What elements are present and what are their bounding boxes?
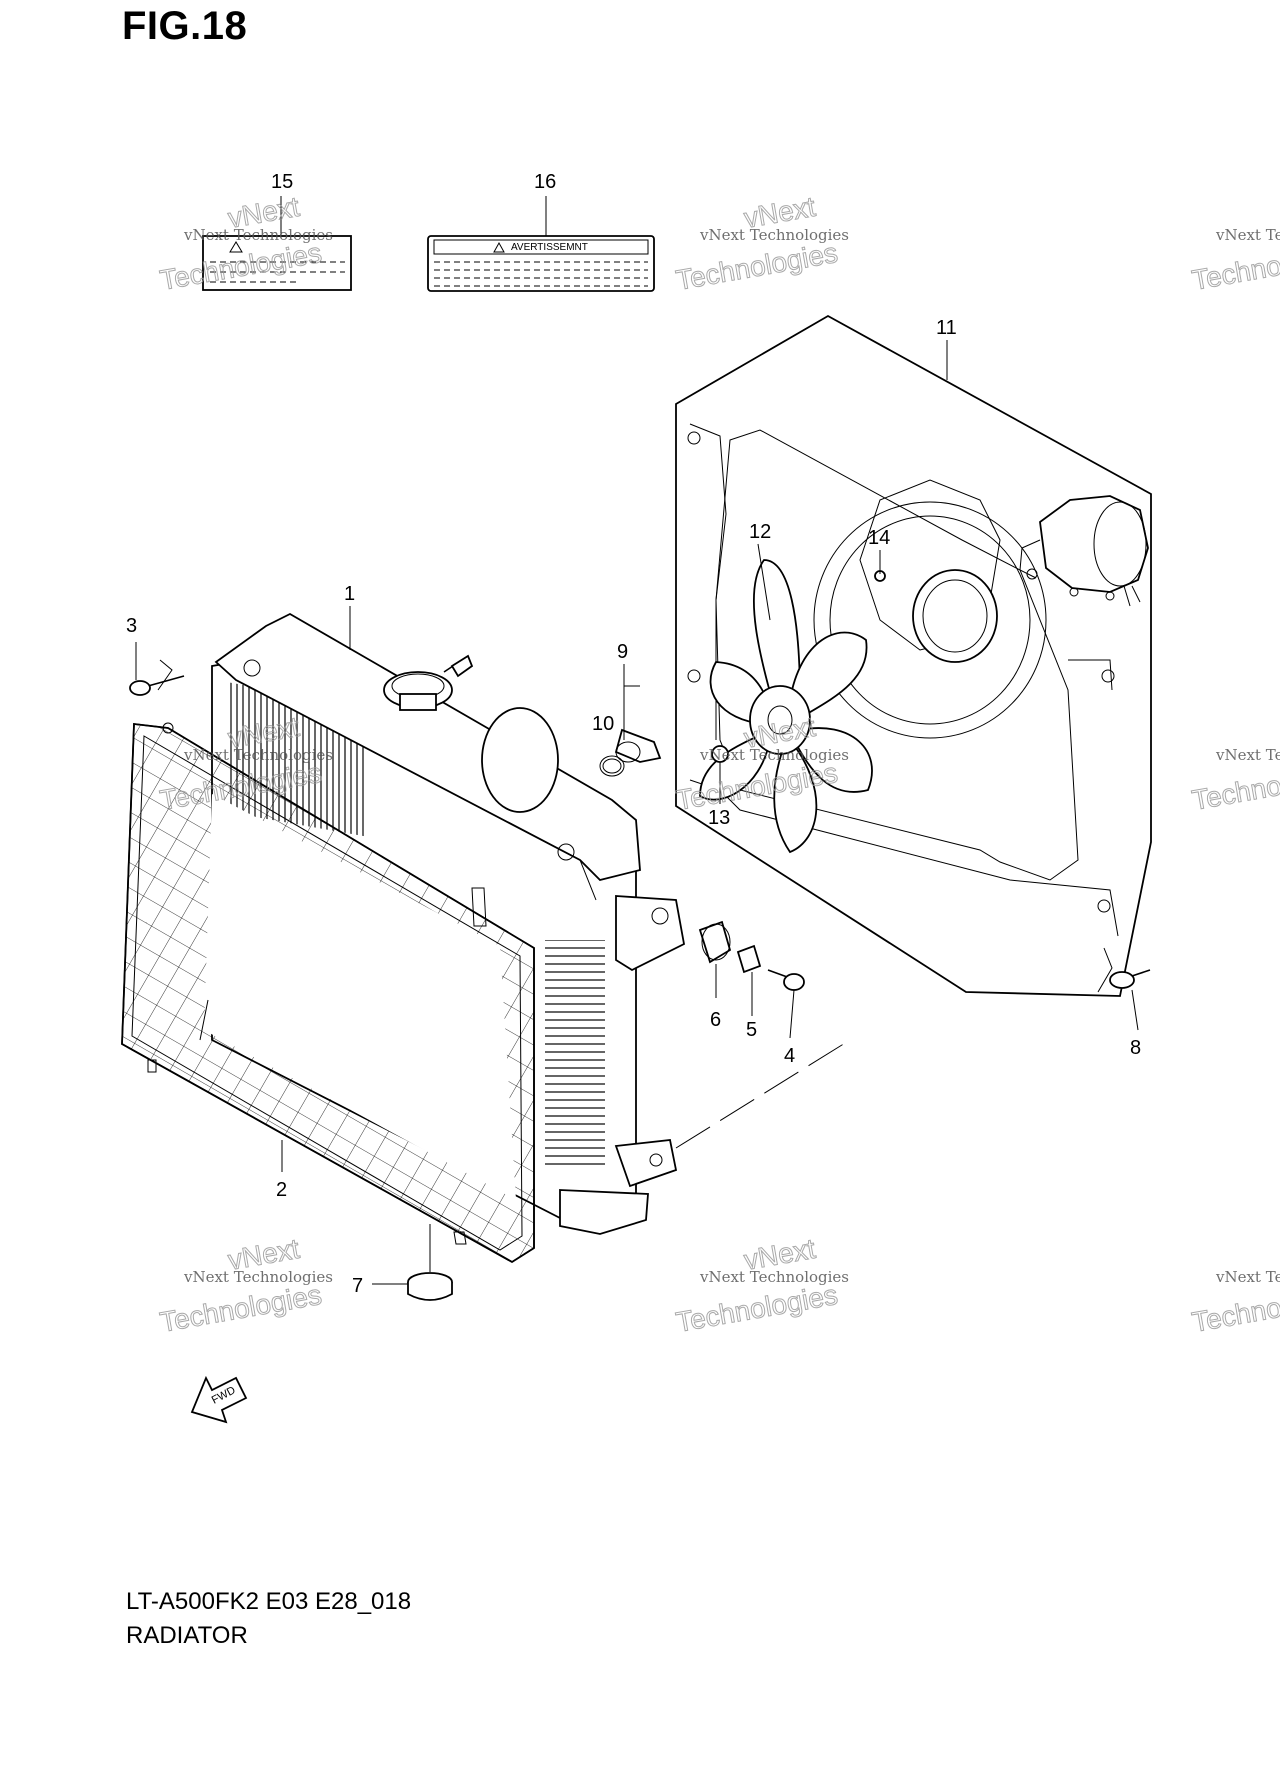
callout-2: 2 — [276, 1179, 287, 1201]
callout-numbers: 15 16 11 12 14 1 3 9 10 13 6 5 4 8 2 7 — [126, 171, 1141, 1297]
section-name: RADIATOR — [126, 1622, 248, 1649]
watermark-text: vNext Technologies — [1215, 1268, 1280, 1286]
watermark-text: Technologies — [674, 1279, 840, 1338]
callout-4: 4 — [784, 1045, 795, 1067]
callout-12: 12 — [749, 521, 771, 543]
callout-14: 14 — [868, 527, 890, 549]
warning-label-small — [202, 235, 352, 291]
cushion-7 — [407, 1272, 453, 1301]
warning-label-text: AVERTISSEMNT — [511, 242, 588, 253]
watermark-text: Technologies — [158, 1279, 324, 1338]
watermark-text: vNext Technologies — [1215, 746, 1280, 764]
callout-6: 6 — [710, 1009, 721, 1031]
cooling-fan — [699, 559, 873, 854]
model-code: LT-A500FK2 E03 E28_018 — [126, 1588, 412, 1615]
watermark-text: vNext Technologies — [183, 226, 333, 244]
figure-title: FIG.18 — [122, 4, 248, 48]
collar-5 — [736, 944, 762, 974]
callout-5: 5 — [746, 1019, 757, 1041]
callout-16: 16 — [534, 171, 556, 193]
callout-13: 13 — [708, 807, 730, 829]
watermark-text: vNext Technologies — [699, 746, 849, 764]
callout-10: 10 — [592, 713, 614, 735]
callout-1: 1 — [344, 583, 355, 605]
bolt-4 — [767, 969, 805, 991]
watermark-text: Technologies — [1190, 237, 1280, 296]
o-ring-10 — [599, 755, 625, 777]
watermark-text: vNext Technologies — [183, 1268, 333, 1286]
watermark-text: vNext Technologies — [1215, 226, 1280, 244]
grommet-6 — [698, 920, 732, 964]
warning-label-large — [427, 235, 655, 292]
watermark-text: vNext Technologies — [699, 226, 849, 244]
bolt-3 — [129, 659, 185, 696]
callout-15: 15 — [271, 171, 293, 193]
callout-8: 8 — [1130, 1037, 1141, 1059]
callout-11: 11 — [936, 317, 957, 339]
leader-lines — [135, 196, 1139, 1285]
callout-3: 3 — [126, 615, 137, 637]
callout-7: 7 — [352, 1275, 363, 1297]
watermark-text: vNext Technologies — [699, 1268, 849, 1286]
watermark-text: Technologies — [1190, 1279, 1280, 1338]
thermo-switch-9 — [614, 728, 662, 763]
watermark-text: Technologies — [1190, 757, 1280, 816]
radiator-guard — [121, 722, 535, 1264]
forward-direction-arrow: FWD — [190, 1375, 248, 1424]
callout-9: 9 — [617, 641, 628, 663]
watermark-text: Technologies — [674, 237, 840, 296]
watermark-text: vNext Technologies — [183, 746, 333, 764]
bolt-8 — [1097, 947, 1151, 993]
fan-shroud — [675, 314, 1152, 997]
